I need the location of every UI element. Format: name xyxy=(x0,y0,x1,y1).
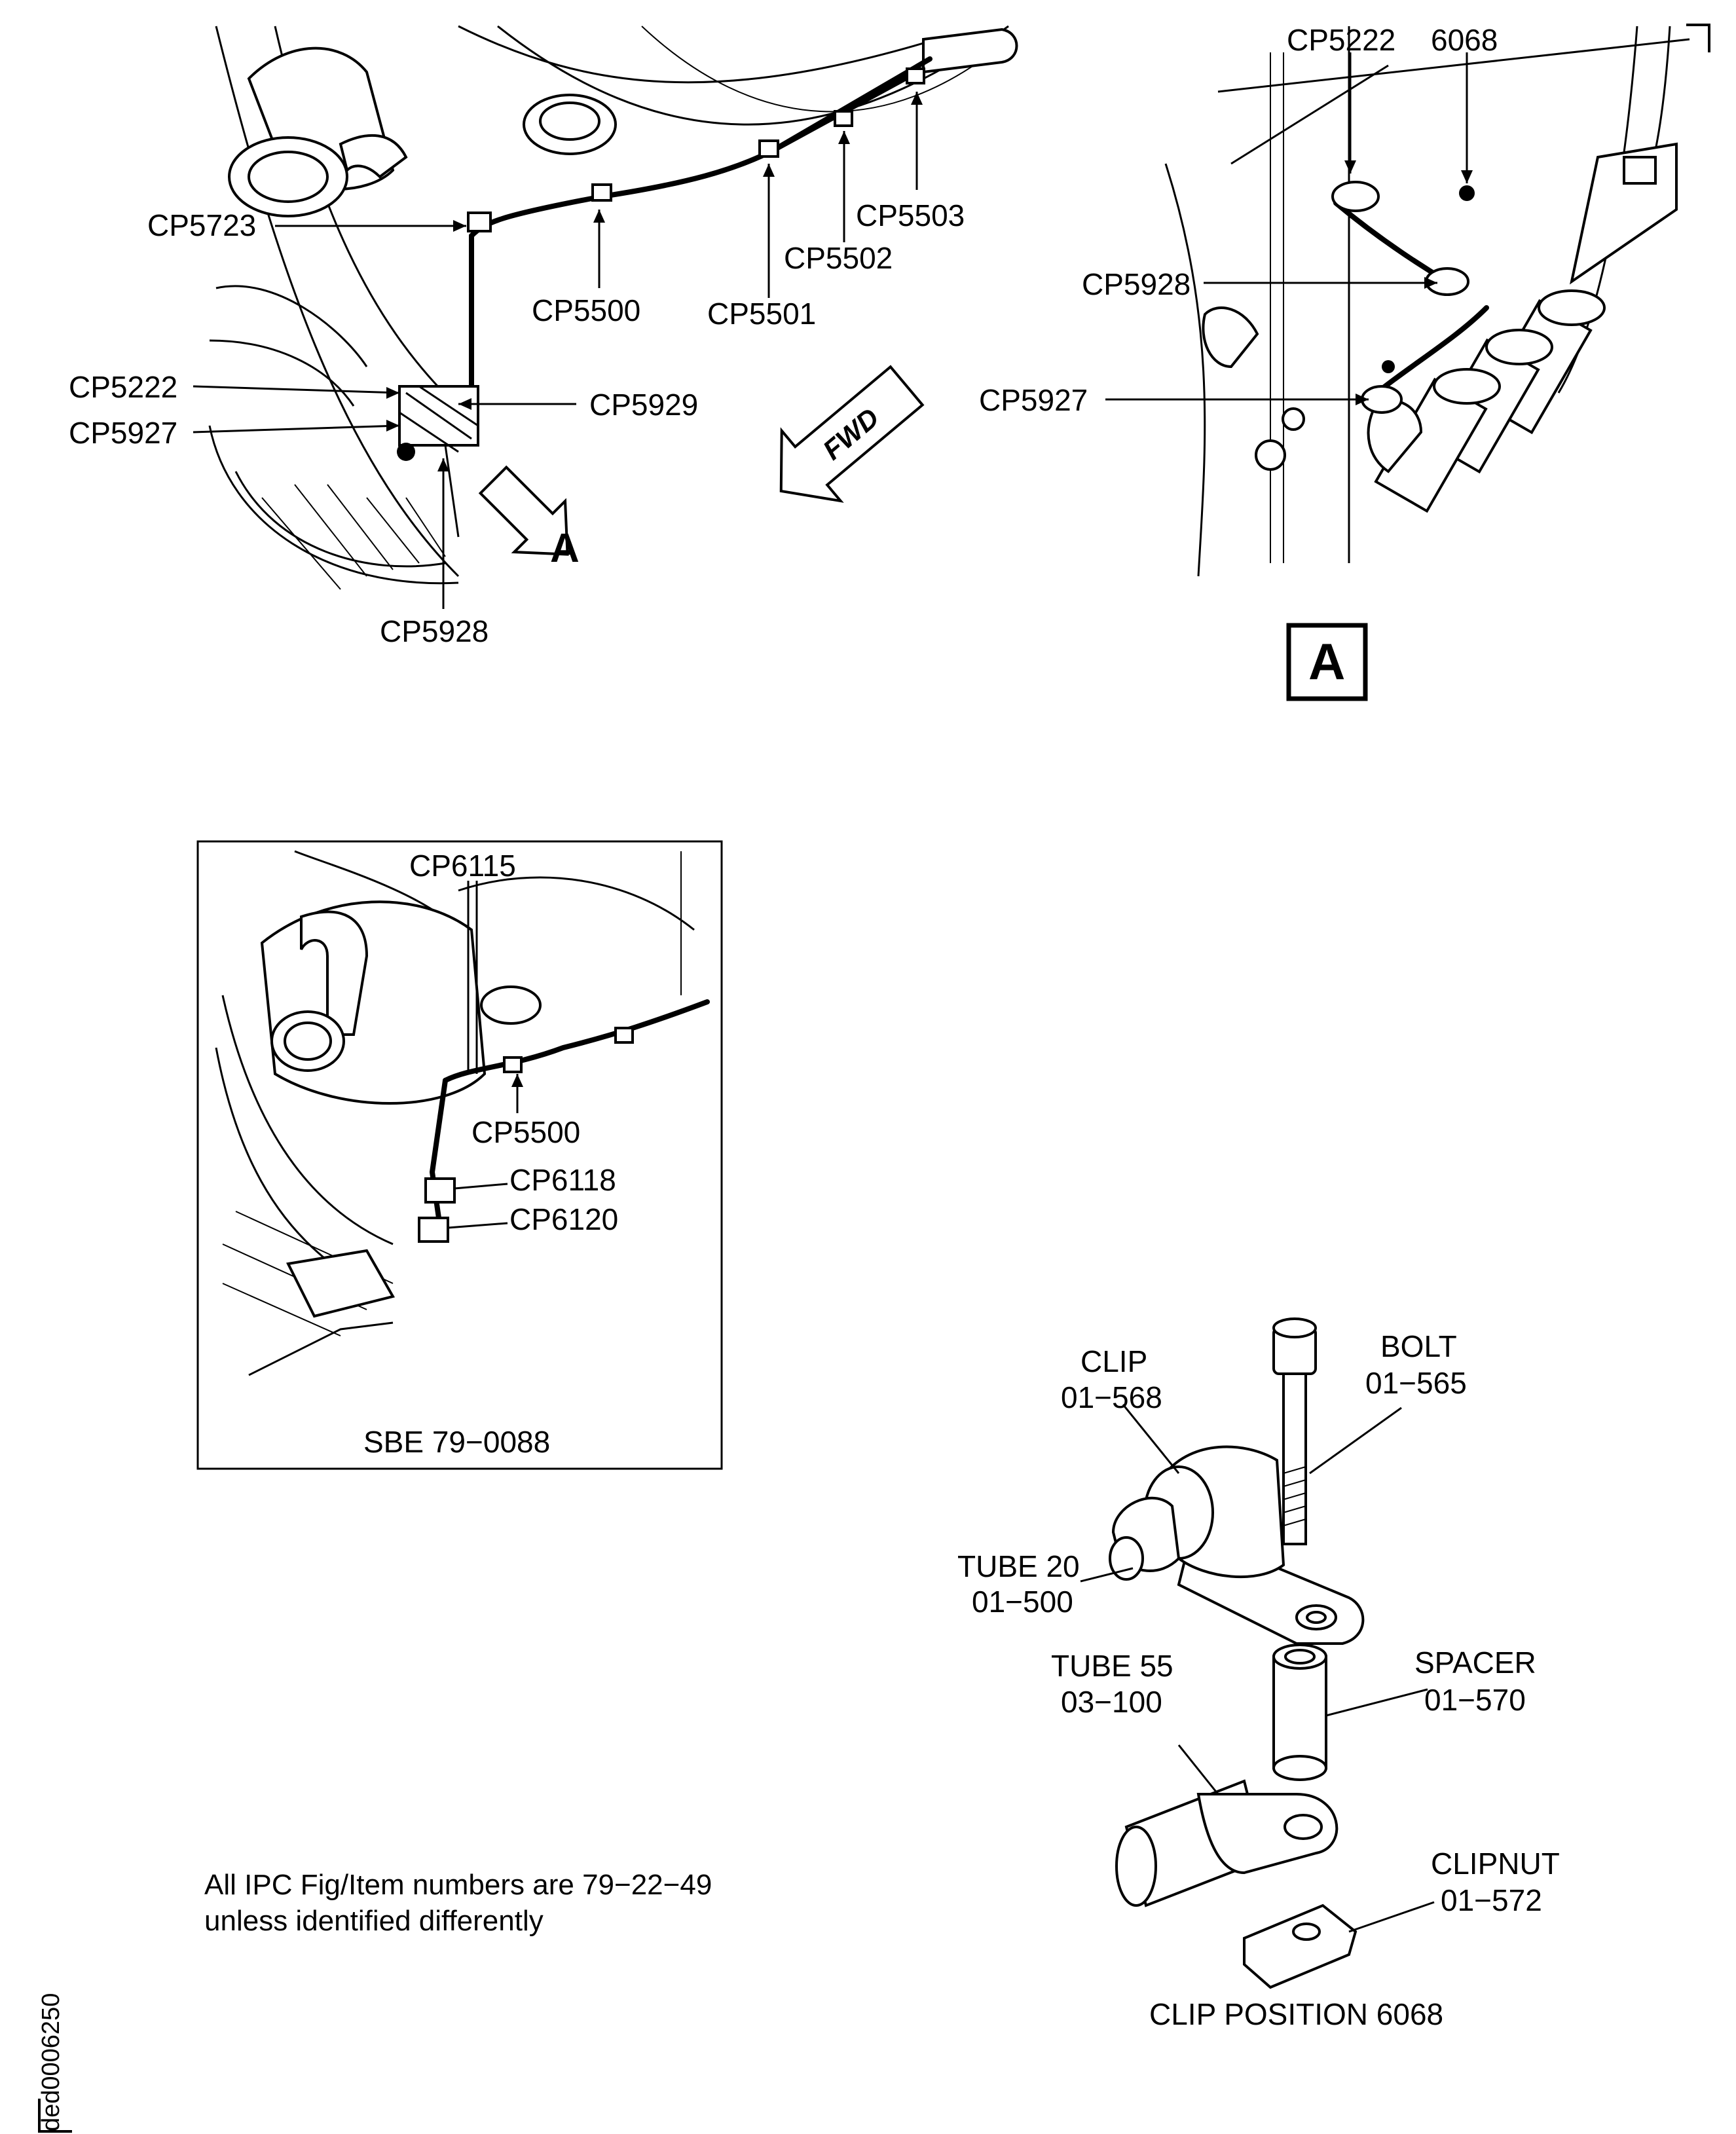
callout-cp5501: CP5501 xyxy=(707,297,816,331)
spacer-number: 01−570 xyxy=(1424,1683,1526,1717)
detail-a-callout-6068: 6068 xyxy=(1431,23,1498,57)
main-engine-view: CP5723 CP5500 CP5501 CP5502 CP5503 CP522… xyxy=(69,25,1018,648)
clip-part xyxy=(1109,1445,1365,1645)
figure-id-text: ded0006250 xyxy=(37,1993,65,2131)
callout-cp5928: CP5928 xyxy=(380,614,489,648)
detail-a-callout-cp5222: CP5222 xyxy=(1287,23,1395,57)
clip-detail-caption: CLIP POSITION 6068 xyxy=(1149,1997,1443,2031)
clip-label: CLIP xyxy=(1080,1344,1147,1378)
detail-a-callout-cp5928: CP5928 xyxy=(1082,267,1191,301)
corner-mark xyxy=(1686,24,1710,52)
note-line-1: All IPC Fig/Item numbers are 79−22−49 xyxy=(204,1869,712,1901)
view-a-label: A xyxy=(1308,633,1345,690)
detail-a-callout-cp5927: CP5927 xyxy=(979,383,1088,417)
detail-a-view: CP5222 6068 CP5928 CP5927 A xyxy=(979,23,1690,701)
sbe-callout-cp6115: CP6115 xyxy=(409,849,516,883)
callout-cp5723: CP5723 xyxy=(147,208,256,242)
sbe-caption: SBE 79−0088 xyxy=(363,1425,550,1459)
sbe-inset: CP6115 CP5500 CP6118 CP6120 SBE 79−0088 xyxy=(196,840,723,1470)
callout-cp5222: CP5222 xyxy=(69,370,177,404)
view-a-arrow-label: A xyxy=(550,526,580,571)
view-a-arrow-icon xyxy=(478,465,569,556)
bolt-label: BOLT xyxy=(1380,1329,1457,1363)
clip-position-detail: CLIP 01−568 BOLT 01−565 TUBE 20 01−500 T… xyxy=(957,1317,1560,2031)
clipnut-label: CLIPNUT xyxy=(1431,1847,1560,1881)
spacer-label: SPACER xyxy=(1414,1646,1536,1680)
sbe-callout-cp6120: CP6120 xyxy=(509,1202,618,1236)
tube20-number: 01−500 xyxy=(972,1585,1073,1619)
note-line-2: unless identified differently xyxy=(204,1905,544,1937)
view-a-label-box xyxy=(1286,623,1368,701)
tube55-number: 03−100 xyxy=(1061,1685,1162,1719)
sbe-inset-frame xyxy=(196,840,723,1470)
bolt-number: 01−565 xyxy=(1365,1366,1467,1400)
tube20-label: TUBE 20 xyxy=(957,1549,1080,1583)
tube55-part xyxy=(1115,1779,1339,1907)
figure-id: ded0006250 xyxy=(37,1993,72,2133)
clipnut-part xyxy=(1243,1904,1357,1989)
bolt-part xyxy=(1272,1317,1317,1545)
clipnut-number: 01−572 xyxy=(1441,1883,1542,1917)
callout-leaders xyxy=(193,92,923,609)
callout-cp5927: CP5927 xyxy=(69,416,177,450)
ipc-note: All IPC Fig/Item numbers are 79−22−49 un… xyxy=(204,1869,712,1937)
callout-cp5502: CP5502 xyxy=(784,241,893,275)
tube55-label: TUBE 55 xyxy=(1051,1649,1173,1683)
sbe-callout-cp5500: CP5500 xyxy=(471,1115,580,1149)
sbe-callout-cp6118: CP6118 xyxy=(509,1163,616,1197)
spacer-part xyxy=(1272,1644,1327,1781)
fwd-arrow-icon: FWD xyxy=(779,365,925,503)
callout-cp5500: CP5500 xyxy=(532,293,640,327)
callout-cp5503: CP5503 xyxy=(856,198,965,232)
detail-a-components xyxy=(1202,181,1606,513)
clip-number: 01−568 xyxy=(1061,1380,1162,1414)
callout-cp5929: CP5929 xyxy=(589,388,698,422)
main-view-labels: CP5723 CP5500 CP5501 CP5502 CP5503 CP522… xyxy=(69,198,965,648)
